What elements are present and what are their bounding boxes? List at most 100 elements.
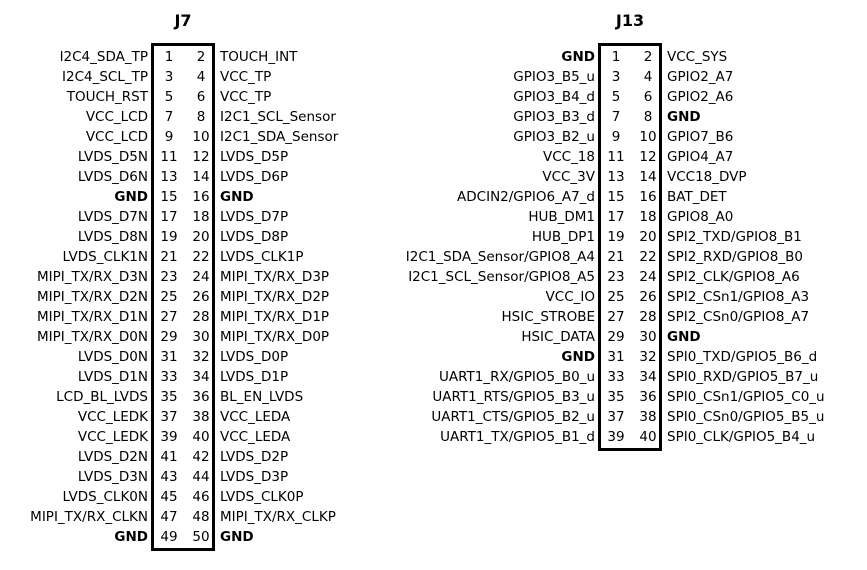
pin-label-left: LVDS_D0N xyxy=(77,349,148,365)
pin-number-right: 2 xyxy=(196,49,206,65)
pin-number-left: 5 xyxy=(164,89,174,105)
pin-label-right: LVDS_CLK0P xyxy=(220,489,304,505)
pin-number-left: 11 xyxy=(607,149,625,165)
pin-number-right: 30 xyxy=(639,329,657,345)
pin-number-left: 47 xyxy=(160,509,178,525)
pin-label-right: VCC_LEDA xyxy=(220,409,291,425)
pin-label-right: SPI0_CLK/GPIO5_B4_u xyxy=(667,429,816,445)
pin-number-left: 5 xyxy=(611,89,621,105)
pin-label-left: LVDS_D2N xyxy=(77,449,148,465)
pin-number-left: 31 xyxy=(160,349,178,365)
pin-number-right: 38 xyxy=(192,409,210,425)
pin-label-right: SPI2_CLK/GPIO8_A6 xyxy=(667,269,800,285)
pin-label-left: LVDS_CLK1N xyxy=(62,249,148,265)
pin-number-right: 26 xyxy=(639,289,657,305)
pin-number-left: 9 xyxy=(164,129,174,145)
pin-number-right: 46 xyxy=(192,489,210,505)
pin-label-left: VCC_18 xyxy=(542,149,595,165)
pin-number-right: 16 xyxy=(192,189,210,205)
pin-label-right: MIPI_TX/RX_D1P xyxy=(220,309,330,325)
pin-number-right: 34 xyxy=(639,369,657,385)
pin-label-left: GND xyxy=(114,189,148,205)
pin-number-right: 24 xyxy=(639,269,657,285)
pin-label-left: MIPI_TX/RX_D1N xyxy=(36,309,148,325)
pin-label-left: LVDS_D3N xyxy=(77,469,148,485)
pin-label-right: BL_EN_LVDS xyxy=(220,389,304,405)
pin-number-right: 14 xyxy=(639,169,657,185)
pin-number-right: 8 xyxy=(196,109,206,125)
pin-number-right: 48 xyxy=(192,509,210,525)
pin-number-left: 9 xyxy=(611,129,621,145)
pin-row: I2C1_SCL_Sensor/GPIO8_A5 23 24 SPI2_CLK/GPI… xyxy=(300,267,867,287)
pin-number-right: 18 xyxy=(192,209,210,225)
pin-number-left: 7 xyxy=(611,109,621,125)
pin-label-left: MIPI_TX/RX_D3N xyxy=(36,269,148,285)
pin-label-left: LVDS_D6N xyxy=(77,169,148,185)
pin-number-right: 32 xyxy=(192,349,210,365)
pin-number-left: 37 xyxy=(160,409,178,425)
connector-j7-title: J7 xyxy=(174,11,192,30)
pin-number-right: 4 xyxy=(196,69,206,85)
pin-label-right: VCC_SYS xyxy=(667,49,728,65)
pin-number-left: 49 xyxy=(160,529,178,545)
pin-number-left: 27 xyxy=(607,309,625,325)
pin-number-right: 2 xyxy=(643,49,653,65)
pin-number-left: 25 xyxy=(607,289,625,305)
pin-label-left: I2C1_SCL_Sensor/GPIO8_A5 xyxy=(408,269,595,285)
pin-label-right: GPIO7_B6 xyxy=(667,129,734,145)
pin-label-right: GND xyxy=(220,529,254,545)
pin-number-right: 40 xyxy=(192,429,210,445)
pin-number-left: 7 xyxy=(164,109,174,125)
pin-number-left: 21 xyxy=(607,249,625,265)
pin-label-left: GPIO3_B5_u xyxy=(513,69,595,85)
pin-label-left: UART1_RX/GPIO5_B0_u xyxy=(439,369,595,385)
pin-label-left: VCC_LEDK xyxy=(77,409,148,425)
pin-number-right: 12 xyxy=(639,149,657,165)
pin-label-left: VCC_LEDK xyxy=(77,429,148,445)
pin-number-right: 26 xyxy=(192,289,210,305)
pin-label-right: MIPI_TX/RX_D0P xyxy=(220,329,330,345)
pin-number-right: 4 xyxy=(643,69,653,85)
pin-number-left: 19 xyxy=(607,229,625,245)
pin-number-left: 29 xyxy=(607,329,625,345)
pin-number-left: 27 xyxy=(160,309,178,325)
pin-row: VCC_LEDK 37 38 VCC_LEDA xyxy=(0,407,480,427)
pin-label-left: GND xyxy=(114,529,148,545)
pin-label-right: LVDS_CLK1P xyxy=(220,249,304,265)
pin-number-left: 23 xyxy=(160,269,178,285)
pin-number-left: 23 xyxy=(607,269,625,285)
pin-label-left: HSIC_STROBE xyxy=(501,309,596,325)
pin-number-right: 30 xyxy=(192,329,210,345)
pin-number-right: 10 xyxy=(192,129,210,145)
pin-number-left: 45 xyxy=(160,489,178,505)
pin-number-left: 15 xyxy=(607,189,625,205)
pin-number-right: 20 xyxy=(639,229,657,245)
pin-label-left: VCC_LCD xyxy=(85,129,148,145)
pin-label-left: TOUCH_RST xyxy=(66,89,148,105)
pin-number-right: 38 xyxy=(639,409,657,425)
pin-label-right: GPIO2_A6 xyxy=(667,89,734,105)
pin-number-left: 25 xyxy=(160,289,178,305)
pin-label-left: MIPI_TX/RX_D0N xyxy=(36,329,148,345)
